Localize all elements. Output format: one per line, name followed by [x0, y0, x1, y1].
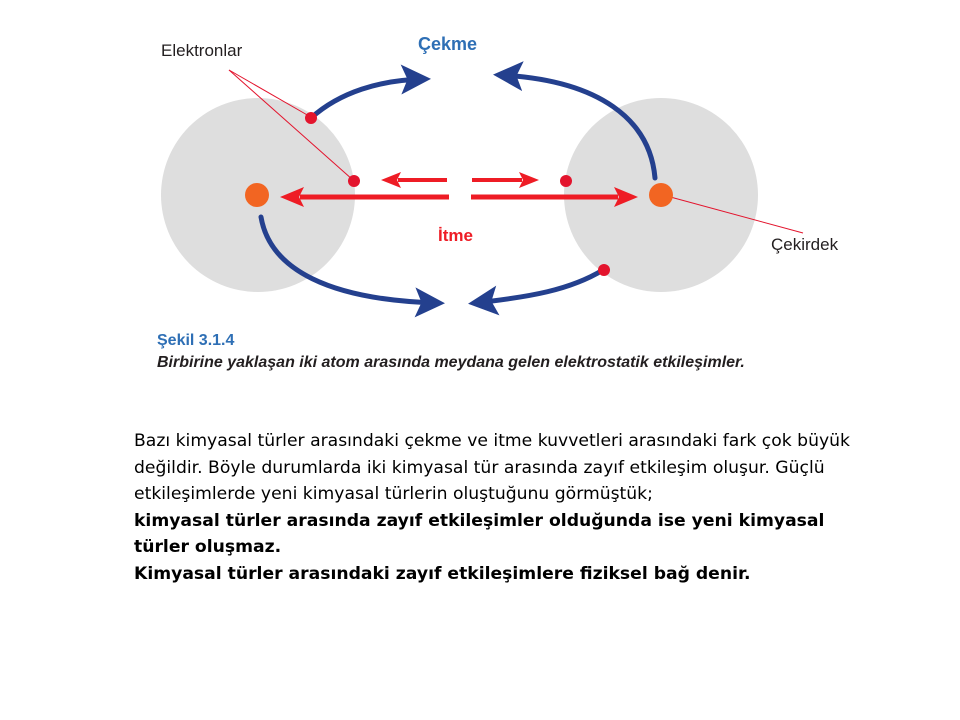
- repulsion-arrow-short-right: [472, 172, 539, 188]
- atom-interaction-diagram: Elektronlar Çekme İtme Çekirdek: [161, 34, 839, 318]
- electron-bottom-right: [598, 264, 610, 276]
- nucleus-label: Çekirdek: [771, 235, 839, 254]
- electrons-label: Elektronlar: [161, 41, 243, 60]
- nucleus-leader-line: [662, 194, 804, 234]
- repulsion-arrow-long-right: [471, 187, 638, 207]
- figure-caption: Şekil 3.1.4 Birbirine yaklaşan iki atom …: [157, 330, 797, 374]
- body-bold-line-1: kimyasal türler arasında zayıf etkileşim…: [134, 510, 825, 558]
- attraction-arrow-bottom-right: [468, 267, 606, 316]
- electron-top-left: [305, 112, 317, 124]
- repulsion-label: İtme: [438, 226, 473, 245]
- body-bold-line-2: Kimyasal türler arasındaki zayıf etkileş…: [134, 563, 751, 584]
- attraction-arrow-top-right: [493, 61, 658, 181]
- electron-inner-right: [560, 175, 572, 187]
- left-nucleus: [245, 183, 269, 207]
- body-paragraph: Bazı kimyasal türler arasındaki çekme ve…: [134, 431, 850, 504]
- attraction-arrow-top-left: [308, 64, 431, 121]
- electrons-leader-line-1: [228, 69, 310, 117]
- right-nucleus: [649, 183, 673, 207]
- attraction-arrow-bottom-left: [258, 214, 445, 318]
- caption-title: Şekil 3.1.4: [157, 332, 235, 349]
- attraction-label: Çekme: [418, 34, 477, 54]
- repulsion-arrow-long-left: [280, 187, 449, 207]
- body-text: Bazı kimyasal türler arasındaki çekme ve…: [134, 428, 874, 587]
- repulsion-arrow-short-left: [381, 172, 447, 188]
- electrons-leader-line-2: [228, 69, 354, 181]
- electron-inner-left: [348, 175, 360, 187]
- caption-text: Birbirine yaklaşan iki atom arasında mey…: [157, 354, 745, 371]
